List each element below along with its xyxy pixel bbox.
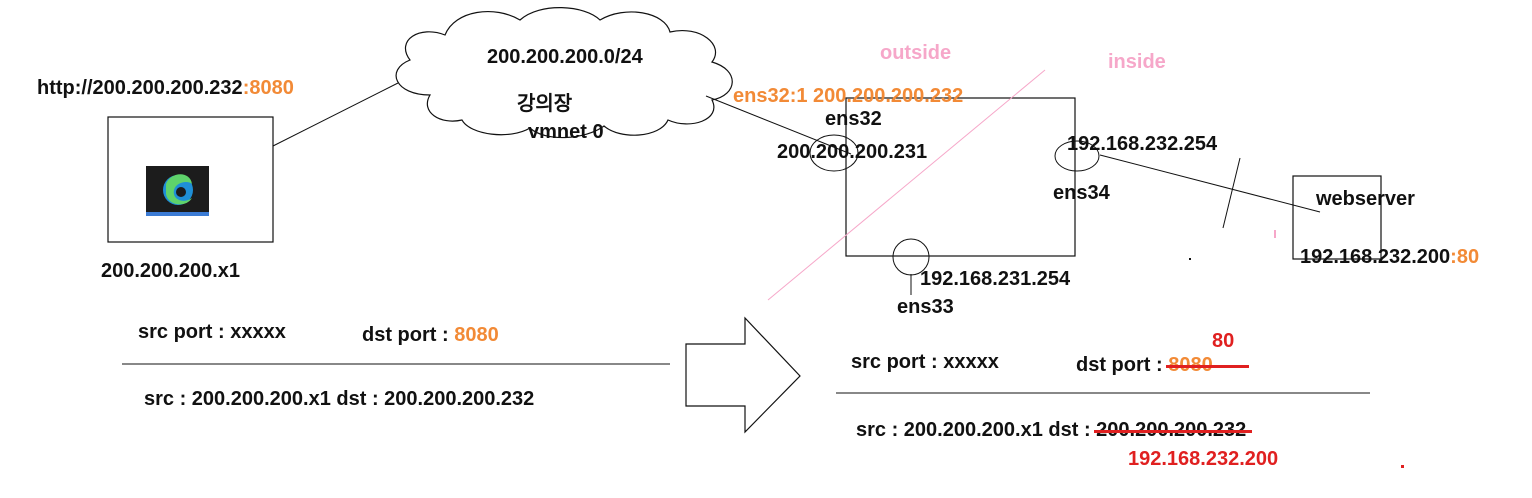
link-break-mark bbox=[1222, 157, 1241, 229]
webserver-ip: 192.168.232.200 bbox=[1300, 246, 1451, 268]
after-dst-port-label: dst port : bbox=[1076, 354, 1169, 376]
ens34-interface-circle bbox=[1054, 140, 1100, 172]
ens34-ip: 192.168.232.254 bbox=[1067, 133, 1218, 155]
ens32-interface-circle bbox=[809, 134, 859, 172]
client-url: http://200.200.200.232:8080 bbox=[37, 78, 294, 98]
webserver-port: :80 bbox=[1450, 246, 1480, 268]
before-src-port: src port : xxxxx bbox=[138, 321, 286, 343]
ens33-name: ens33 bbox=[897, 296, 954, 318]
router-box bbox=[845, 97, 1076, 257]
after-old-addr: 200.200.200.232 bbox=[1096, 419, 1247, 441]
client-ip: 200.200.200.x1 bbox=[101, 260, 241, 282]
before-addresses: src : 200.200.200.x1 dst : 200.200.200.2… bbox=[144, 389, 534, 409]
client-pc-box bbox=[107, 116, 274, 243]
translation-arrow bbox=[685, 316, 801, 434]
stray-dot bbox=[1189, 258, 1191, 260]
webserver-box bbox=[1292, 175, 1382, 260]
cloud-room-label: 강의장 bbox=[517, 91, 573, 115]
ens32-name: ens32 bbox=[825, 108, 882, 130]
client-link-line bbox=[272, 82, 399, 147]
ens32-ip: 200.200.200.231 bbox=[777, 141, 928, 163]
client-url-host: http://200.200.200.232 bbox=[37, 77, 243, 99]
zone-outside-label: outside bbox=[880, 42, 952, 64]
ens34-name: ens34 bbox=[1053, 182, 1110, 204]
zone-divider-line bbox=[767, 69, 1046, 301]
stray-red-dot bbox=[1401, 465, 1404, 468]
after-new-port: 80 bbox=[1212, 330, 1235, 352]
router-alias-label: ens32:1 200.200.200.232 bbox=[733, 85, 964, 107]
webserver-address: 192.168.232.200:80 bbox=[1300, 247, 1479, 267]
before-dst-port: dst port : 8080 bbox=[362, 325, 499, 345]
before-dst-port-label: dst port : bbox=[362, 324, 455, 346]
zone-inside-label: inside bbox=[1108, 51, 1166, 73]
after-dst-port: dst port : 8080 bbox=[1076, 355, 1213, 375]
cloud-network: 200.200.200.0/24 bbox=[487, 46, 643, 68]
router-webserver-line bbox=[1099, 154, 1321, 213]
after-addr-prefix: src : 200.200.200.x1 dst : bbox=[856, 419, 1097, 441]
edge-browser-icon bbox=[146, 166, 209, 216]
stray-pink-mark bbox=[1274, 230, 1276, 238]
network-cloud bbox=[395, 7, 733, 139]
after-addresses: src : 200.200.200.x1 dst : 200.200.200.2… bbox=[856, 420, 1246, 440]
webserver-name: webserver bbox=[1316, 188, 1415, 210]
after-old-port: 8080 bbox=[1168, 354, 1213, 376]
before-dst-port-value: 8080 bbox=[454, 324, 499, 346]
before-dst-addr: 200.200.200.232 bbox=[384, 388, 535, 410]
cloud-vmnet: vmnet 0 bbox=[528, 121, 604, 143]
before-addr-prefix: src : 200.200.200.x1 dst : bbox=[144, 388, 385, 410]
ens33-ip: 192.168.231.254 bbox=[920, 268, 1071, 290]
after-src-port: src port : xxxxx bbox=[851, 351, 999, 373]
client-url-port: :8080 bbox=[242, 77, 294, 99]
cloud-router-line bbox=[705, 95, 852, 155]
after-new-addr: 192.168.232.200 bbox=[1128, 448, 1279, 470]
